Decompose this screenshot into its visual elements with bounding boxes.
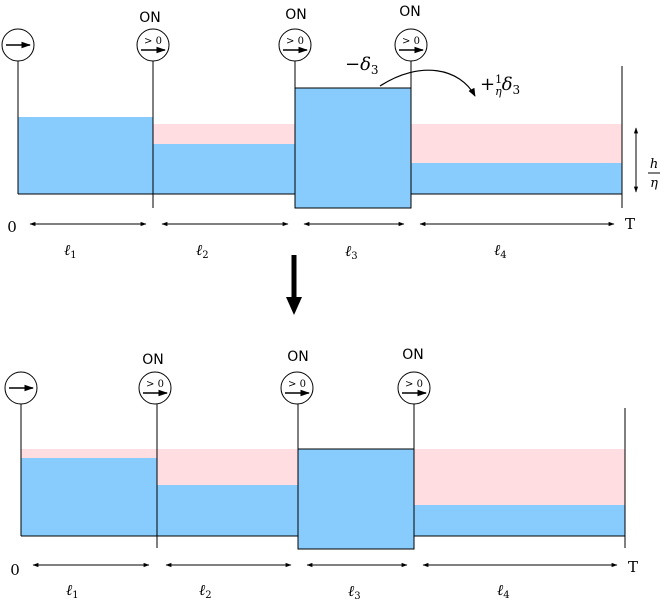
segment-label: ℓ4 (497, 581, 510, 601)
greater-than-zero-gauge-icon: > 0 (278, 28, 312, 62)
segment-label: ℓ3 (345, 242, 358, 262)
on-label: ON (399, 4, 421, 20)
bottom-bar-seg2 (157, 485, 298, 536)
greater-than-zero-gauge-icon: > 0 (280, 371, 314, 405)
end-label: T (625, 215, 635, 233)
greater-than-zero-gauge-icon: > 0 (397, 371, 431, 405)
bottom-panel: > 0 > 0 > 0 ON ON ON 0 T ℓ1 ℓ2 ℓ3 ℓ4 (4, 347, 638, 602)
top-bar-seg3 (294, 87, 412, 209)
gauge-label: > 0 (405, 379, 423, 390)
transfer-minus-label: −δ3 (345, 54, 379, 77)
height-label-h: h (650, 157, 658, 172)
gauge-label: > 0 (286, 36, 304, 47)
segment-label: ℓ2 (196, 241, 209, 261)
gauge-label: > 0 (288, 379, 306, 390)
transition-down-arrow-icon (286, 255, 302, 315)
start-label: 0 (7, 218, 17, 236)
on-label: ON (287, 349, 309, 365)
on-label: ON (285, 7, 307, 23)
on-label: ON (402, 347, 424, 363)
bottom-pending-seg4 (414, 449, 625, 505)
top-bar-seg2 (153, 144, 295, 194)
bottom-pending-seg1 (21, 449, 157, 458)
top-pending-seg2 (153, 124, 295, 144)
greater-than-zero-gauge-icon: > 0 (394, 28, 428, 62)
top-bar-seg1 (18, 117, 153, 194)
segment-label: ℓ1 (64, 241, 77, 261)
right-arrow-gauge-icon (4, 371, 38, 405)
start-label: 0 (10, 561, 20, 579)
end-label: T (628, 558, 638, 576)
gauge-label: > 0 (146, 379, 164, 390)
height-label-eta: η (650, 176, 658, 191)
segment-label: ℓ2 (199, 581, 212, 601)
gauge-label: > 0 (144, 36, 162, 47)
gauge-label: > 0 (402, 36, 420, 47)
right-arrow-gauge-icon (1, 28, 35, 62)
height-annotation: h η (633, 127, 660, 193)
on-label: ON (142, 352, 164, 368)
bottom-bar-seg1 (21, 458, 157, 536)
bottom-bar-seg4 (414, 505, 625, 536)
bottom-bar-seg3 (297, 448, 415, 550)
segment-label: ℓ4 (494, 241, 507, 261)
bottom-pending-seg2 (157, 449, 298, 485)
greater-than-zero-gauge-icon: > 0 (136, 28, 170, 62)
top-bar-seg4 (411, 163, 622, 194)
top-pending-seg4 (411, 124, 622, 163)
on-label: ON (139, 10, 161, 26)
segment-label: ℓ1 (66, 581, 79, 601)
greater-than-zero-gauge-icon: > 0 (138, 371, 172, 405)
segment-label: ℓ3 (348, 582, 361, 602)
